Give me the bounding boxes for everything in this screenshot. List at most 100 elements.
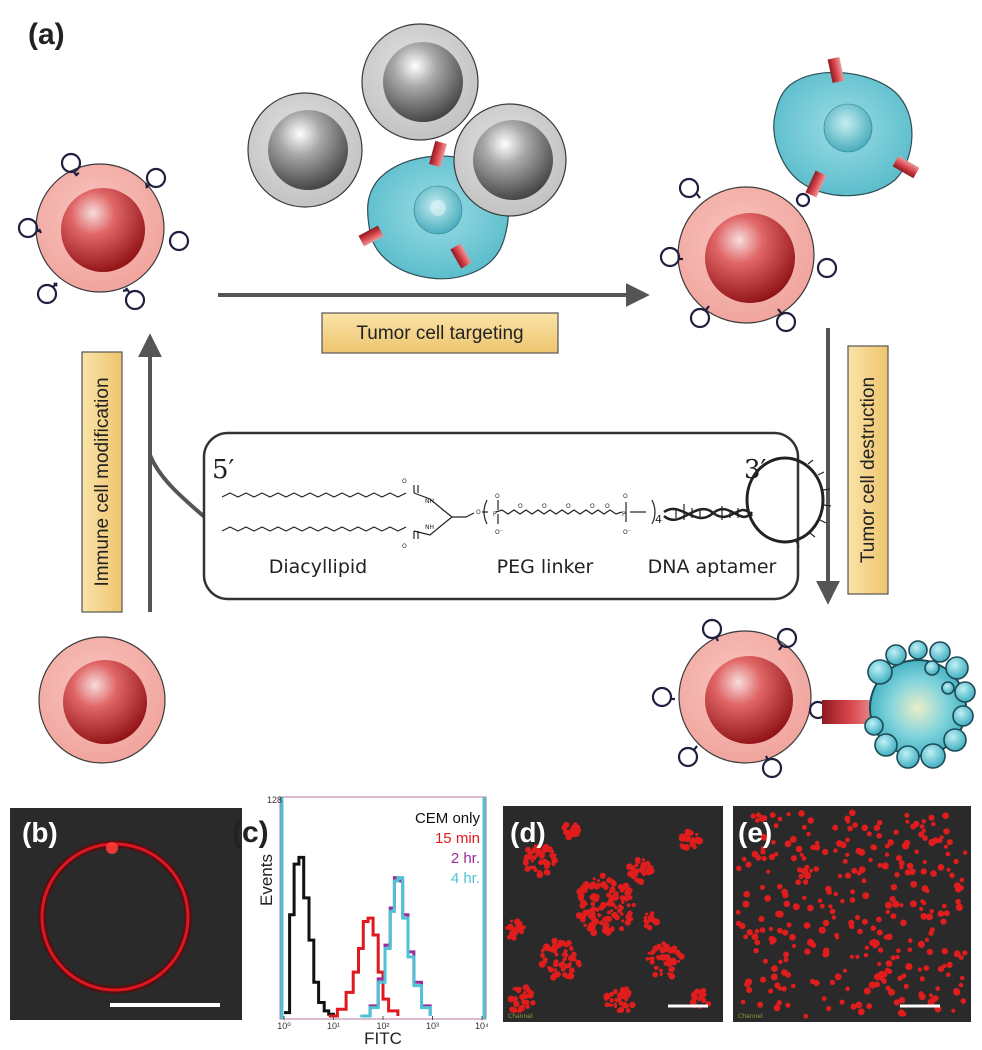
cell-dot bbox=[626, 863, 633, 870]
cell-dot bbox=[518, 927, 524, 933]
cell-dot bbox=[770, 973, 778, 981]
cell-dot bbox=[540, 948, 545, 953]
cell-dot bbox=[625, 889, 632, 896]
cell-dot bbox=[554, 859, 558, 864]
cell-dot bbox=[539, 855, 544, 860]
cell-dot bbox=[946, 839, 953, 846]
cell-dot bbox=[592, 877, 596, 881]
cell-dot bbox=[605, 928, 612, 936]
cell-dot bbox=[554, 968, 558, 972]
unmodified-immune-cell bbox=[38, 636, 166, 764]
cell-dot bbox=[958, 955, 964, 960]
svg-text:P: P bbox=[622, 511, 626, 518]
tumor-cell-cluster bbox=[247, 23, 567, 280]
cell-dot bbox=[922, 860, 927, 865]
panel-a: (a) bbox=[17, 18, 976, 779]
aptamer-icons bbox=[17, 152, 190, 311]
cell-dot bbox=[857, 928, 863, 935]
svg-text:O: O bbox=[518, 503, 523, 510]
cell-dot bbox=[904, 869, 911, 876]
cell-dot bbox=[540, 952, 545, 958]
cell-dot bbox=[801, 856, 807, 861]
cell-dot bbox=[946, 972, 951, 978]
cell-dot bbox=[522, 991, 527, 995]
cell-dot bbox=[927, 998, 935, 1006]
cell-dot bbox=[790, 855, 797, 862]
cell-dot bbox=[802, 879, 809, 885]
legend-entry: 15 min bbox=[435, 830, 480, 847]
cell-dot bbox=[549, 853, 554, 858]
cell-dot bbox=[683, 844, 690, 851]
svg-text:O: O bbox=[542, 503, 547, 510]
cell-dot bbox=[917, 940, 925, 948]
cell-dot bbox=[920, 899, 925, 904]
cell-dot bbox=[641, 871, 647, 877]
cell-dot bbox=[886, 933, 893, 940]
cell-dot bbox=[671, 949, 676, 954]
panel-d: Channel (d) bbox=[503, 806, 723, 1022]
cell-dot bbox=[741, 856, 747, 862]
cell-dot bbox=[735, 909, 741, 915]
gray-cell-top bbox=[361, 23, 479, 141]
cell-dot bbox=[890, 913, 897, 920]
cell-dot bbox=[898, 996, 906, 1004]
cell-dot bbox=[534, 847, 542, 855]
cell-dot bbox=[773, 1004, 781, 1012]
gray-cell-right bbox=[453, 103, 567, 217]
cell-dot bbox=[623, 1003, 629, 1009]
cell-dot bbox=[850, 1003, 857, 1010]
cell-dot bbox=[522, 859, 529, 866]
cell-dot bbox=[958, 982, 964, 988]
cell-dot bbox=[645, 868, 650, 873]
cell-dot bbox=[864, 945, 869, 950]
cell-dot bbox=[573, 822, 578, 827]
cell-dot bbox=[777, 986, 783, 991]
cell-dot bbox=[660, 946, 667, 953]
svg-text:O⁻: O⁻ bbox=[495, 529, 503, 536]
cell-dot bbox=[511, 1007, 518, 1014]
cell-dot bbox=[679, 833, 686, 840]
cell-dot bbox=[766, 869, 771, 874]
cell-dot bbox=[895, 855, 903, 862]
cell-dot bbox=[641, 858, 646, 862]
cell-dot bbox=[554, 952, 559, 957]
cell-dot bbox=[785, 1002, 791, 1008]
cell-dot bbox=[509, 933, 516, 940]
cell-dot bbox=[544, 863, 550, 870]
cell-dot bbox=[826, 1005, 832, 1012]
cell-dot bbox=[782, 929, 789, 936]
cell-dot bbox=[851, 867, 858, 874]
cell-dot bbox=[937, 864, 945, 871]
immune-cell-bottom-right bbox=[651, 618, 878, 779]
cell-dot bbox=[876, 929, 883, 936]
cell-dot bbox=[589, 881, 596, 888]
cell-dot bbox=[888, 988, 895, 996]
svg-text:O: O bbox=[623, 493, 628, 500]
cell-dot bbox=[613, 1002, 617, 1006]
modified-immune-cell-top-left bbox=[17, 152, 190, 311]
cell-dot bbox=[604, 902, 608, 907]
cell-dot bbox=[946, 961, 953, 969]
cell-dot bbox=[858, 848, 866, 856]
dna-aptamer-label: DNA aptamer bbox=[648, 556, 777, 578]
cell-dot bbox=[760, 976, 767, 983]
cell-dot bbox=[834, 973, 842, 981]
cell-dot bbox=[907, 947, 913, 952]
cell-dot bbox=[928, 814, 935, 821]
cell-dot bbox=[855, 1001, 863, 1009]
cell-dot bbox=[764, 895, 772, 902]
cell-dot bbox=[783, 900, 790, 907]
cell-dot bbox=[755, 812, 762, 818]
cell-dot bbox=[609, 886, 616, 893]
cell-dot bbox=[937, 910, 945, 917]
cell-dot bbox=[770, 936, 777, 944]
cell-dot bbox=[929, 927, 935, 933]
cell-dot bbox=[940, 918, 947, 925]
cell-dot bbox=[893, 999, 901, 1006]
cell-dot bbox=[771, 965, 778, 972]
cell-dot bbox=[798, 873, 804, 880]
cell-dot bbox=[828, 904, 833, 909]
cell-dot bbox=[840, 841, 847, 849]
cell-dot bbox=[953, 882, 961, 890]
cell-dot bbox=[771, 840, 776, 845]
